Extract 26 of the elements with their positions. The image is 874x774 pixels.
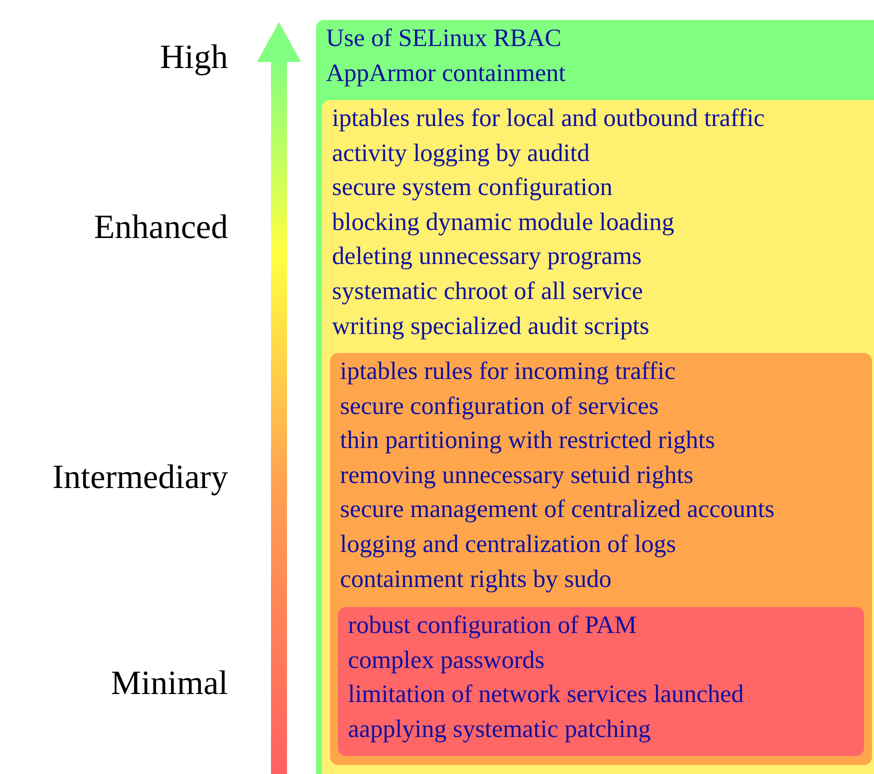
- level-label: Intermediary: [52, 458, 228, 498]
- tier-box: [338, 607, 864, 756]
- level-label: Minimal: [110, 664, 228, 704]
- measure-text: removing unnecessary setuid rights: [340, 460, 694, 491]
- level-label: High: [160, 38, 228, 78]
- measure-text: systematic chroot of all service: [332, 277, 643, 307]
- measure-text: iptables rules for incoming traffic: [340, 357, 676, 387]
- measure-text: logging and centralization of logs: [340, 530, 676, 560]
- measure-text: AppArmor containment: [326, 58, 566, 89]
- level-label: Enhanced: [94, 208, 228, 248]
- measure-text: secure configuration of services: [340, 392, 659, 422]
- measure-text: iptables rules for local and outbound traffic: [332, 104, 765, 134]
- measure-text: limitation of network services launched: [348, 680, 744, 710]
- measure-text: containment rights by sudo: [340, 564, 612, 595]
- measure-text: thin partitioning with restricted rights: [340, 426, 715, 456]
- measure-text: activity logging by auditd: [332, 138, 590, 169]
- measure-text: aapplying systematic patching: [348, 714, 651, 745]
- measure-text: Use of SELinux RBAC: [326, 24, 562, 54]
- measure-text: writing specialized audit scripts: [332, 312, 650, 342]
- measure-text: robust configuration of PAM: [348, 611, 637, 641]
- measure-text: blocking dynamic module loading: [332, 208, 674, 238]
- measure-text: complex passwords: [348, 646, 544, 676]
- measure-text: deleting unnecessary programs: [332, 242, 642, 272]
- measure-text: secure system configuration: [332, 173, 612, 204]
- measure-text: secure management of centralized accounts: [340, 495, 774, 526]
- tier-box: [330, 353, 872, 765]
